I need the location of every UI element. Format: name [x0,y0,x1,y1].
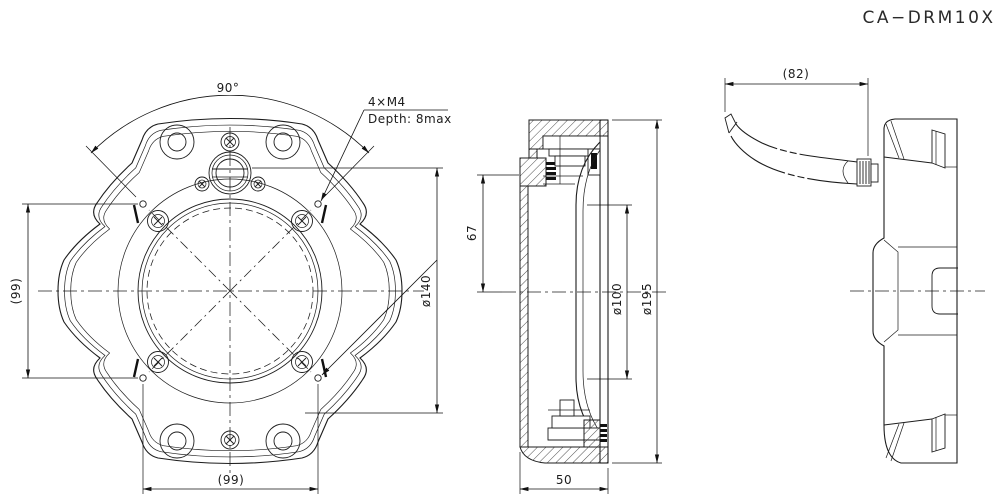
housing-left-wall [519,185,529,448]
dim-90deg-label: 90° [217,81,240,95]
thread-callout-label: 4×M4 [368,95,406,109]
dim-82: (82) [724,67,869,156]
side-body-outline [872,118,958,464]
m4-hole-bottom-right [314,374,322,382]
dim-99h-label: (99) [218,473,245,487]
dim-90deg: 90° [85,79,375,198]
note-4xm4: 4×M4 Depth: 8max [320,95,452,376]
dome-shell [575,141,601,441]
connector-bottom [583,419,607,448]
dome-hidden-edge [146,207,314,375]
mounting-hole-top-left [159,124,195,160]
cable [724,113,858,185]
drawing-title: CA−DRM10X [862,8,995,28]
section-view: 67 ø100 ø195 50 [465,119,670,494]
dim-99-horizontal: (99) [142,384,319,494]
side-bottom-tab [883,413,957,462]
dim-99v-label: (99) [9,278,23,305]
dim-82-label: (82) [783,67,810,81]
dome-ring-outer [137,198,323,384]
screw-small-right [250,176,266,192]
m4-hole-top-right [314,200,322,208]
housing-outline [57,117,403,465]
m4-hole-bottom-left [139,374,147,382]
dim-phi140-label: ø140 [419,275,433,307]
dim-phi100: ø100 [587,204,632,380]
side-top-tab [883,120,957,169]
dim-phi100-label: ø100 [610,283,624,315]
connector-top [519,157,556,187]
mounting-hole-bottom-left [159,423,195,459]
m4-hole-top-left [139,200,147,208]
screw-upper-right [291,210,313,232]
thread-depth-label: Depth: 8max [368,112,452,126]
screw-small-left [194,176,210,192]
side-mid-band [883,239,958,343]
dim-67-label: 67 [465,225,479,241]
dome-ring-inner [141,202,319,380]
side-view: (82) [724,67,985,464]
screw-lower-left [147,351,169,373]
dim-50-label: 50 [556,473,572,487]
front-view: 90° 4×M4 Depth: 8max (99) (99) [9,79,452,494]
dim-67: 67 [465,174,519,293]
dim-50: 50 [519,452,609,494]
screw-bottom-center [220,430,240,450]
dim-phi195-label: ø195 [640,283,654,315]
bracket-top [542,135,601,185]
cable-gland [856,158,879,187]
mounting-hole-top-right [265,124,301,160]
body-ring [117,178,343,404]
screw-upper-left [147,210,169,232]
base-plate [599,119,609,464]
housing-bottom-cap [519,446,609,464]
dim-phi140: ø140 [252,167,443,414]
screw-lower-right [291,351,313,373]
dim-phi195: ø195 [612,119,662,464]
dim-99-vertical: (99) [9,203,138,379]
mounting-hole-bottom-right [265,423,301,459]
